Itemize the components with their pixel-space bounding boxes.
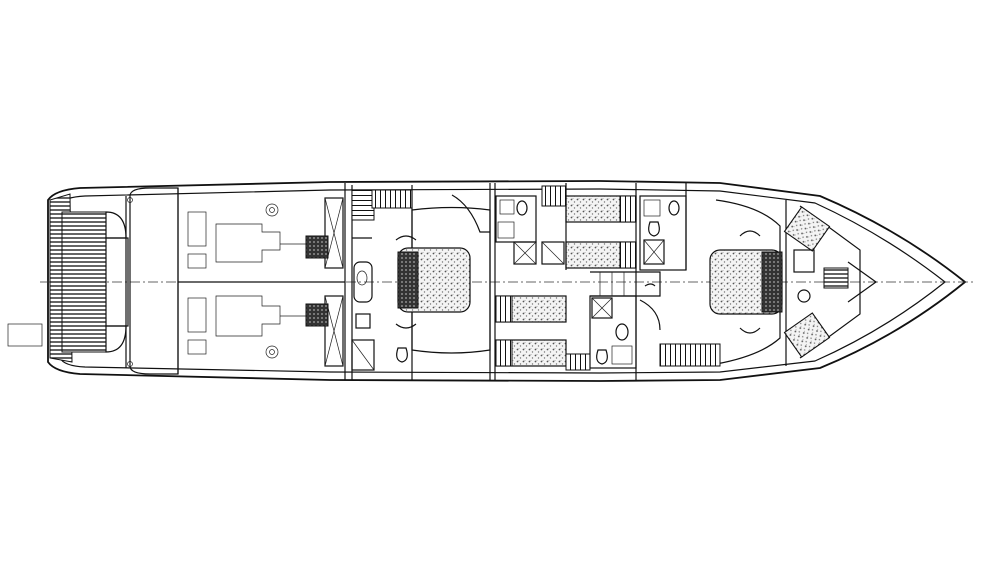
head-mid-upper [495, 195, 537, 243]
engine-port [187, 203, 329, 269]
master-headboard [397, 251, 419, 309]
gearbox-port [305, 235, 329, 259]
master-cabin [395, 194, 491, 354]
boarding-ladder [7, 323, 43, 347]
gearbox-starboard [305, 303, 329, 327]
guest-cabins-mid [489, 183, 637, 380]
fuel-tank-starboard [324, 295, 344, 367]
toilet-forward [668, 200, 680, 216]
washbasin-aft [396, 347, 408, 363]
head-forward [639, 183, 687, 271]
teak-deck [61, 211, 107, 353]
engine-room [129, 183, 346, 380]
staircase [590, 271, 661, 331]
swim-platform [7, 193, 133, 368]
toilet-aft [355, 313, 371, 329]
bow-head [793, 249, 815, 273]
shower-aft [353, 261, 373, 303]
vip-cabin [659, 199, 787, 367]
bow-bunk-upper [783, 206, 831, 252]
bow-cabin [783, 205, 878, 359]
toilet-mid-upper [516, 200, 528, 216]
vip-headboard [761, 251, 783, 313]
bow-bunk-lower [783, 312, 831, 358]
toilet-mid-lower [615, 323, 629, 341]
fuel-tank-port [324, 197, 344, 269]
engine-starboard [187, 295, 329, 359]
